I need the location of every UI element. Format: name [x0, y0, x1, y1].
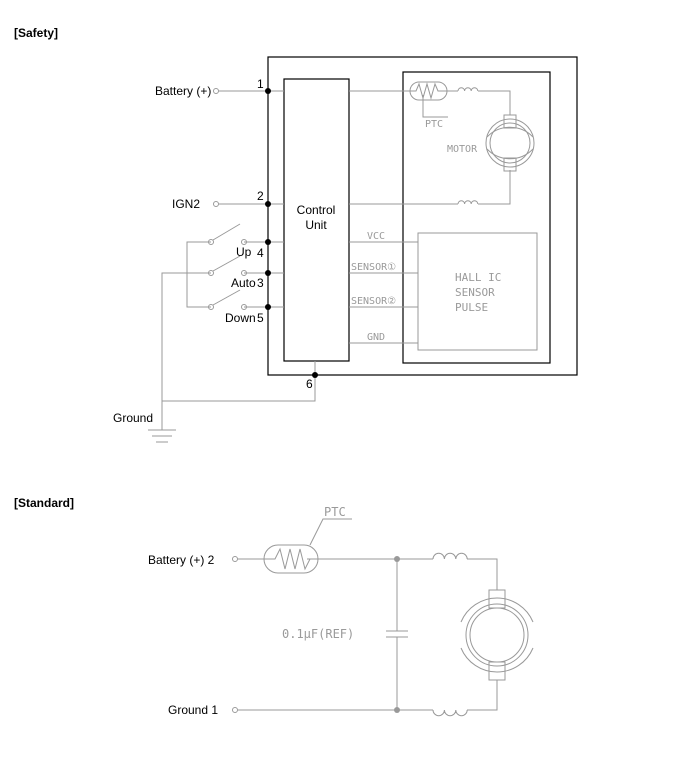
vcc-label: VCC	[367, 231, 385, 242]
standard-ptc-label: PTC	[324, 505, 346, 519]
pin-3: 3	[257, 276, 264, 290]
hall-ic-box	[417, 232, 538, 351]
sensor2-label: SENSOR②	[351, 296, 396, 307]
pin-1: 1	[257, 77, 264, 91]
motor-label: MOTOR	[447, 144, 478, 155]
safety-frame	[267, 56, 578, 376]
switch-down-label: Down	[225, 311, 256, 325]
standard-motor-symbol	[460, 589, 534, 681]
motor-module-box	[402, 71, 551, 364]
ptc-label: PTC	[425, 119, 443, 130]
standard-ground-label: Ground 1	[168, 703, 218, 717]
switch-up-label: Up	[236, 245, 252, 259]
standard-title: [Standard]	[14, 496, 74, 510]
hall-label-3: PULSE	[455, 301, 488, 314]
pin-5: 5	[257, 311, 264, 325]
battery-label: Battery (+)	[155, 84, 211, 98]
capacitor-symbol	[386, 630, 408, 638]
capacitor-label: 0.1μF(REF)	[282, 627, 354, 641]
pin-2: 2	[257, 189, 264, 203]
switch-auto-label: Auto	[231, 276, 256, 290]
safety-title: [Safety]	[14, 26, 58, 40]
standard-wires	[232, 552, 498, 717]
switches	[208, 88, 247, 310]
hall-label-1: HALL IC	[455, 271, 501, 284]
standard-battery-label: Battery (+) 2	[148, 553, 215, 567]
sensor1-label: SENSOR①	[351, 262, 396, 273]
standard-ptc	[263, 518, 352, 574]
motor-symbol	[485, 114, 535, 172]
ptc-resistor	[409, 81, 448, 118]
control-unit-label-1: Control	[297, 203, 336, 217]
ground-label: Ground	[113, 411, 153, 425]
ign2-label: IGN2	[172, 197, 200, 211]
pin-6: 6	[306, 377, 313, 391]
wires	[148, 90, 511, 443]
pin-4: 4	[257, 246, 264, 260]
hall-label-2: SENSOR	[455, 286, 495, 299]
inductors	[457, 87, 479, 205]
gnd-label: GND	[367, 332, 385, 343]
control-unit-label-2: Unit	[305, 218, 327, 232]
control-unit-box	[283, 78, 350, 362]
junction-dots	[265, 88, 318, 378]
